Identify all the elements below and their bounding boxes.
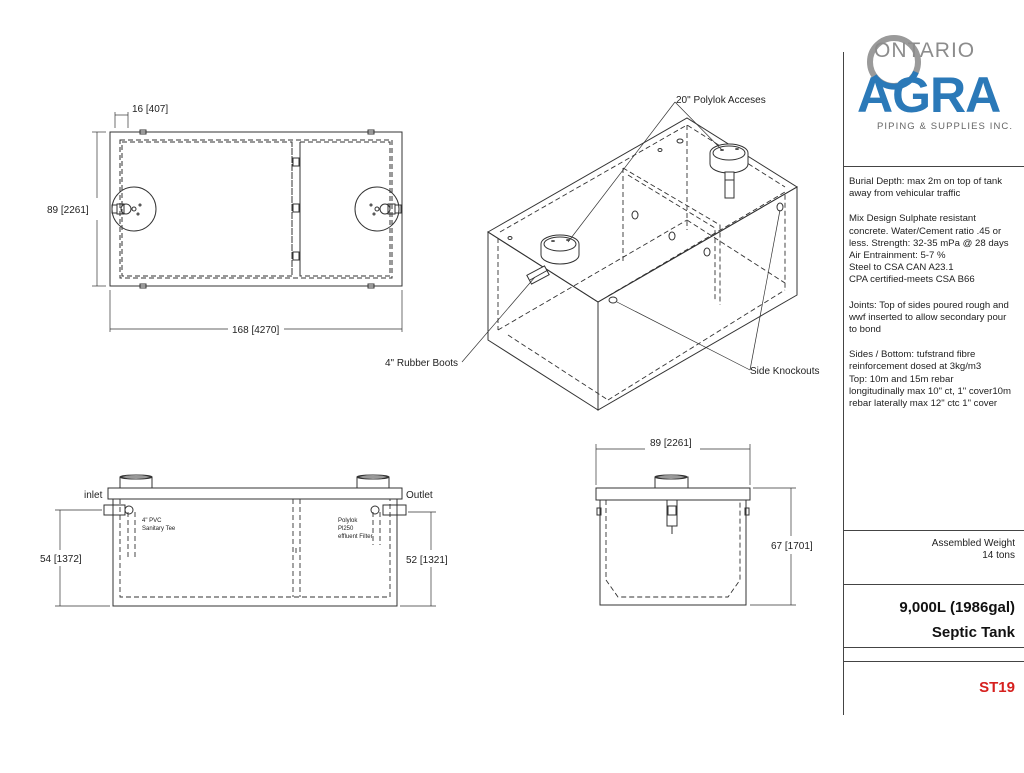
spec-notes: Burial Depth: max 2m on top of tank away… xyxy=(849,176,1023,423)
technical-drawing: 16 [407] 89 [2261] 168 [4270] xyxy=(40,95,820,607)
title-block-divider xyxy=(844,530,1024,531)
end-lid xyxy=(595,487,751,501)
note-reinforcement: Sides / Bottom: tufstrand fibre reinforc… xyxy=(849,349,1011,410)
side-dim-outlet-height: 52 [1321] xyxy=(406,555,448,566)
end-elevation xyxy=(595,444,796,606)
top-view xyxy=(92,112,403,332)
note-effluent-filter-1: Polylok xyxy=(338,518,358,524)
company-logo: ONTARIO AGRA PIPING & SUPPLIES INC. xyxy=(844,35,1024,166)
title-block-divider xyxy=(844,661,1024,662)
side-body xyxy=(112,498,398,607)
callout-side-knockouts: Side Knockouts xyxy=(750,366,820,377)
top-dim-length: 168 [4270] xyxy=(232,325,279,336)
product-title: 9,000L (1986gal) Septic Tank xyxy=(899,595,1015,645)
title-block: ONTARIO AGRA PIPING & SUPPLIES INC. Buri… xyxy=(843,35,1024,715)
title-block-divider xyxy=(844,647,1024,648)
title-block-divider xyxy=(844,584,1024,585)
side-lid xyxy=(107,487,403,500)
note-sanitary-tee-2: Sanitary Tee xyxy=(142,526,176,532)
callout-polylok-accesses: 20" Polylok Acceses xyxy=(676,95,766,106)
logo-swoosh-icon xyxy=(867,35,921,90)
top-view-inner-wall xyxy=(119,139,393,279)
top-dim-flange: 16 [407] xyxy=(132,104,168,115)
assembled-weight: Assembled Weight 14 tons xyxy=(931,538,1015,561)
product-name: Septic Tank xyxy=(931,624,1015,641)
isometric-view xyxy=(461,101,798,411)
note-joints: Joints: Top of sides poured rough and ww… xyxy=(849,299,1009,336)
note-sanitary-tee-1: 4" PVC xyxy=(142,518,162,524)
title-block-divider xyxy=(844,166,1024,167)
product-capacity: 9,000L (1986gal) xyxy=(899,599,1015,616)
end-dim-height: 67 [1701] xyxy=(771,541,813,552)
note-effluent-filter-3: effluent Filter xyxy=(338,534,373,540)
label-inlet: inlet xyxy=(84,490,103,501)
side-dim-inlet-height: 54 [1372] xyxy=(40,554,82,565)
note-mix-design: Mix Design Sulphate resistant concrete. … xyxy=(849,213,1009,286)
logo-ontario: ONTARIO xyxy=(874,39,976,62)
top-dim-width: 89 [2261] xyxy=(47,205,89,216)
logo-agra: AGRA xyxy=(857,67,1001,123)
callout-rubber-boots: 4" Rubber Boots xyxy=(385,358,458,369)
top-view-access-left xyxy=(111,186,157,232)
top-view-access-right xyxy=(354,186,400,232)
note-effluent-filter-2: Pl250 xyxy=(338,526,354,532)
end-dim-width: 89 [2261] xyxy=(650,438,692,449)
top-view-outline xyxy=(109,131,403,287)
iso-left-face xyxy=(487,231,599,411)
label-outlet: Outlet xyxy=(406,490,433,501)
top-view-compartment-1 xyxy=(121,141,293,277)
side-elevation xyxy=(55,474,436,607)
product-code: ST19 xyxy=(979,679,1015,696)
logo-tagline: PIPING & SUPPLIES INC. xyxy=(877,121,1014,132)
note-burial: Burial Depth: max 2m on top of tank away… xyxy=(849,176,1003,200)
top-view-compartment-2 xyxy=(299,141,391,277)
